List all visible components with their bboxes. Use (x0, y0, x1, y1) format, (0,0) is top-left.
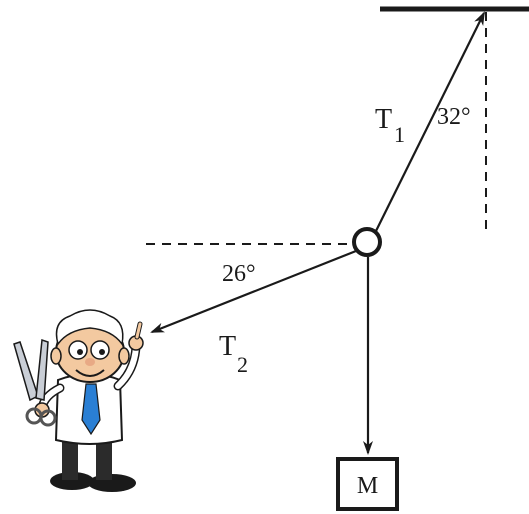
t1-rope (375, 11, 485, 232)
angle-top-label: 32° (437, 104, 471, 130)
t2-label: T (219, 331, 236, 362)
t2-subscript: 2 (237, 352, 248, 377)
angle-left-label: 26° (222, 261, 256, 287)
t2-rope (150, 249, 357, 334)
t1-subscript: 1 (394, 122, 405, 147)
scientist-with-scissors-icon (13, 309, 144, 492)
t1-label: T (375, 104, 392, 135)
knot-ring (352, 227, 382, 257)
mass-label: M (357, 473, 378, 499)
mass-box (336, 457, 399, 511)
